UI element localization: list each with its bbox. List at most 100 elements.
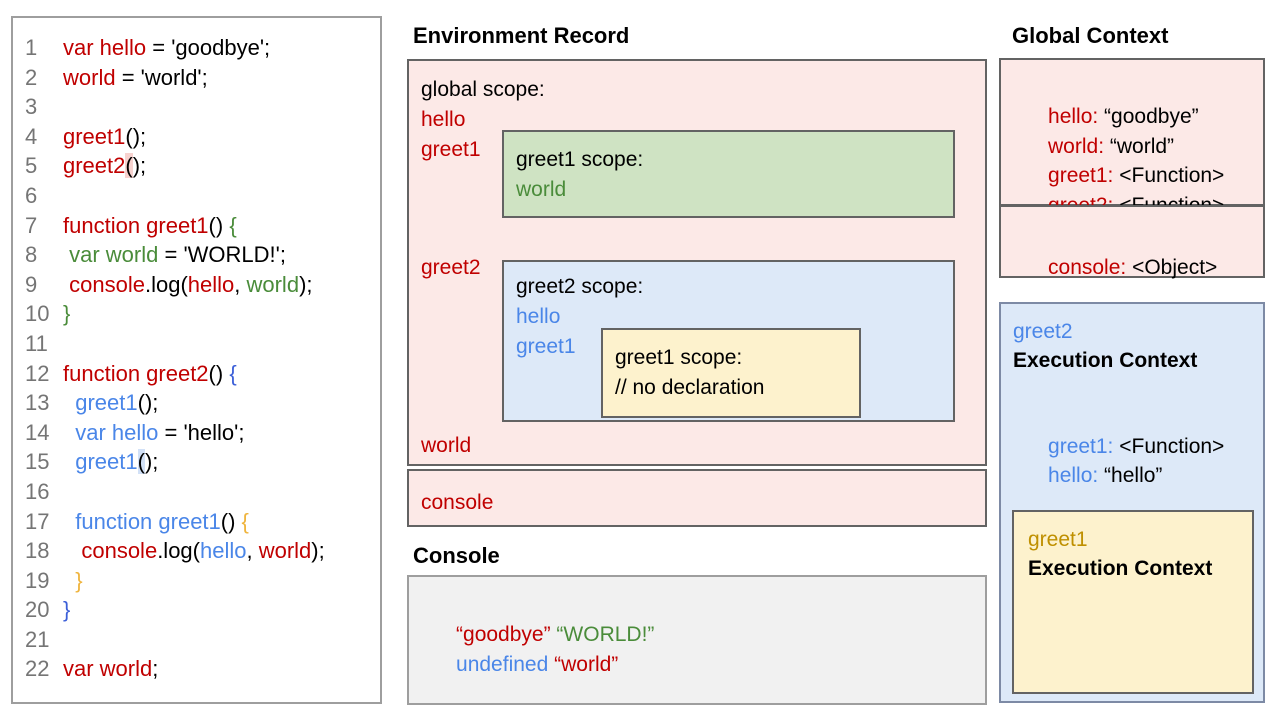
code-text: var world = 'WORLD!';	[69, 242, 286, 268]
greet1-execution-context-box: greet1 Execution Context	[1012, 510, 1254, 694]
global-context-row-console: console: <Object>	[1013, 224, 1217, 311]
global-var-console: console	[421, 491, 494, 514]
code-text: console.log(hello, world);	[69, 271, 313, 297]
line-number: 7	[25, 212, 38, 238]
environment-record-title: Environment Record	[413, 23, 630, 48]
global-scope-box: global scope: hello greet1 greet1 scope:…	[407, 59, 987, 466]
var-value: “hello”	[1098, 464, 1163, 487]
code-text: }	[63, 597, 71, 623]
global-context-row-world: world: “world”	[1013, 103, 1174, 190]
var-value: “world”	[1104, 135, 1175, 158]
code-line: 1 var hello = 'goodbye';	[25, 33, 374, 63]
global-var-world: world	[421, 434, 472, 457]
code-lines: 1 var hello = 'goodbye'; 2 world = 'world';…	[25, 33, 374, 684]
greet2-scope-var-hello: hello	[516, 305, 561, 328]
code-line: 21	[25, 625, 374, 655]
line-number: 10	[25, 301, 50, 327]
code-line: 12 function greet2() {	[25, 359, 374, 389]
line-number: 1	[25, 35, 38, 60]
line-number: 11	[25, 330, 48, 356]
code-text: greet1();	[75, 390, 159, 416]
greet1-context-name: greet1	[1028, 528, 1088, 551]
console-output-line-1: “goodbye” “WORLD!”	[421, 591, 654, 678]
code-line: 14 var hello = 'hello';	[25, 418, 374, 448]
code-line: 18 console.log(hello, world);	[25, 536, 374, 566]
global-context-row-hello: hello: “goodbye”	[1013, 73, 1199, 160]
code-line: 3	[25, 92, 374, 122]
greet2-context-heading: Execution Context	[1013, 349, 1198, 372]
console-value-world: “world”	[554, 653, 619, 676]
code-text: console.log(hello, world);	[81, 538, 325, 564]
var-key: greet1:	[1048, 164, 1114, 187]
greet2-scope-var-greet1: greet1	[516, 335, 576, 358]
var-value: <Function>	[1113, 435, 1225, 458]
greet2-execution-context-box: greet2 Execution Context greet1: <Functi…	[999, 302, 1265, 703]
line-number: 14	[25, 419, 50, 445]
code-line: 2 world = 'world';	[25, 63, 374, 93]
global-var-hello: hello	[421, 108, 466, 131]
console-output-box: “goodbye” “WORLD!” undefined “world”	[407, 575, 987, 705]
console-value-undefined: undefined	[456, 653, 555, 676]
greet2-context-row-hello: hello: “hello”	[1013, 432, 1162, 519]
code-line: 16	[25, 477, 374, 507]
inner-greet1-scope-box: greet1 scope: // no declaration	[601, 328, 861, 418]
code-text: var hello = 'hello';	[75, 419, 245, 445]
code-line: 20}	[25, 595, 374, 625]
var-value: “goodbye”	[1098, 105, 1199, 128]
console-value-goodbye: “goodbye”	[456, 623, 557, 646]
code-panel: 1 var hello = 'goodbye'; 2 world = 'world';…	[11, 16, 382, 704]
code-text: function greet2() {	[63, 360, 237, 386]
line-number: 17	[25, 508, 50, 534]
code-text: function greet1() {	[63, 212, 237, 238]
code-line: 17 function greet1() {	[25, 507, 374, 537]
global-context-console-box: console: <Object>	[999, 205, 1265, 279]
line-number: 21	[25, 626, 50, 652]
global-var-greet1: greet1	[421, 138, 481, 161]
console-output-line-2: undefined “world”	[421, 621, 618, 708]
greet1-scope-var-world: world	[516, 178, 567, 201]
global-var-greet2: greet2	[421, 256, 481, 279]
code-line: 8 var world = 'WORLD!';	[25, 240, 374, 270]
global-scope-label: global scope:	[421, 78, 545, 101]
line-number: 15	[25, 449, 50, 475]
var-key: hello:	[1048, 464, 1099, 487]
code-text: function greet1() {	[75, 508, 249, 534]
line-number: 12	[25, 360, 50, 386]
code-text: world = 'world';	[63, 64, 208, 90]
no-declaration-comment: // no declaration	[615, 376, 765, 399]
console-value-world-excl: “WORLD!”	[556, 623, 655, 646]
code-line: 7 function greet1() {	[25, 211, 374, 241]
code-line: 15 greet1();	[25, 447, 374, 477]
line-number: 13	[25, 390, 50, 416]
code-text: }	[63, 301, 71, 327]
line-number: 2	[25, 64, 38, 90]
code-line: 10}	[25, 299, 374, 329]
code-text: }	[75, 567, 83, 593]
greet1-scope-box: greet1 scope: world	[502, 130, 955, 218]
console-title: Console	[413, 543, 500, 568]
code-line: 11	[25, 329, 374, 359]
var-value: <Object>	[1126, 256, 1218, 279]
greet2-context-row-greet1: greet1: <Function>	[1013, 403, 1224, 490]
greet1-context-heading: Execution Context	[1028, 557, 1213, 580]
greet2-context-name: greet2	[1013, 320, 1073, 343]
line-number: 16	[25, 478, 50, 504]
greet1-scope-label: greet1 scope:	[516, 148, 644, 171]
var-key: console:	[1048, 256, 1127, 279]
code-line: 6	[25, 181, 374, 211]
line-number: 20	[25, 597, 50, 623]
line-number: 22	[25, 656, 50, 682]
var-key: world:	[1048, 135, 1105, 158]
line-number: 18	[25, 538, 50, 564]
code-line: 9 console.log(hello, world);	[25, 270, 374, 300]
line-number: 19	[25, 567, 50, 593]
greet2-scope-box: greet2 scope: hello greet1 greet1 scope:…	[502, 260, 955, 422]
code-text: var hello = 'goodbye';	[63, 35, 271, 60]
var-key: greet1:	[1048, 435, 1114, 458]
line-number: 9	[25, 271, 38, 297]
global-context-row-greet1: greet1: <Function>	[1013, 132, 1224, 219]
var-key: hello:	[1048, 105, 1099, 128]
